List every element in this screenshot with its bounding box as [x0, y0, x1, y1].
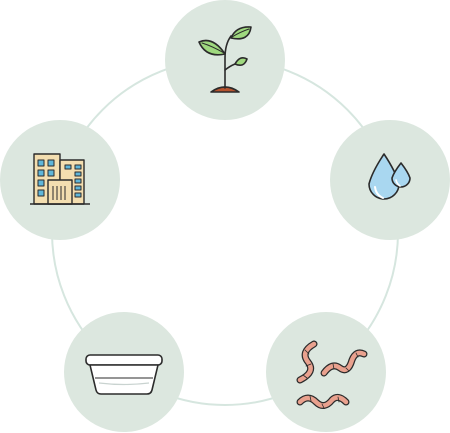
node-container: [64, 312, 184, 432]
earthworms-icon: [296, 340, 368, 409]
plastic-container-icon: [85, 354, 163, 395]
buildings-icon: [30, 153, 90, 205]
water-drops-icon: [368, 153, 411, 200]
node-earthworms: [266, 312, 386, 432]
node-seedling: [165, 0, 285, 120]
seedling-icon: [198, 26, 252, 93]
node-water: [330, 120, 450, 240]
node-buildings: [0, 120, 120, 240]
